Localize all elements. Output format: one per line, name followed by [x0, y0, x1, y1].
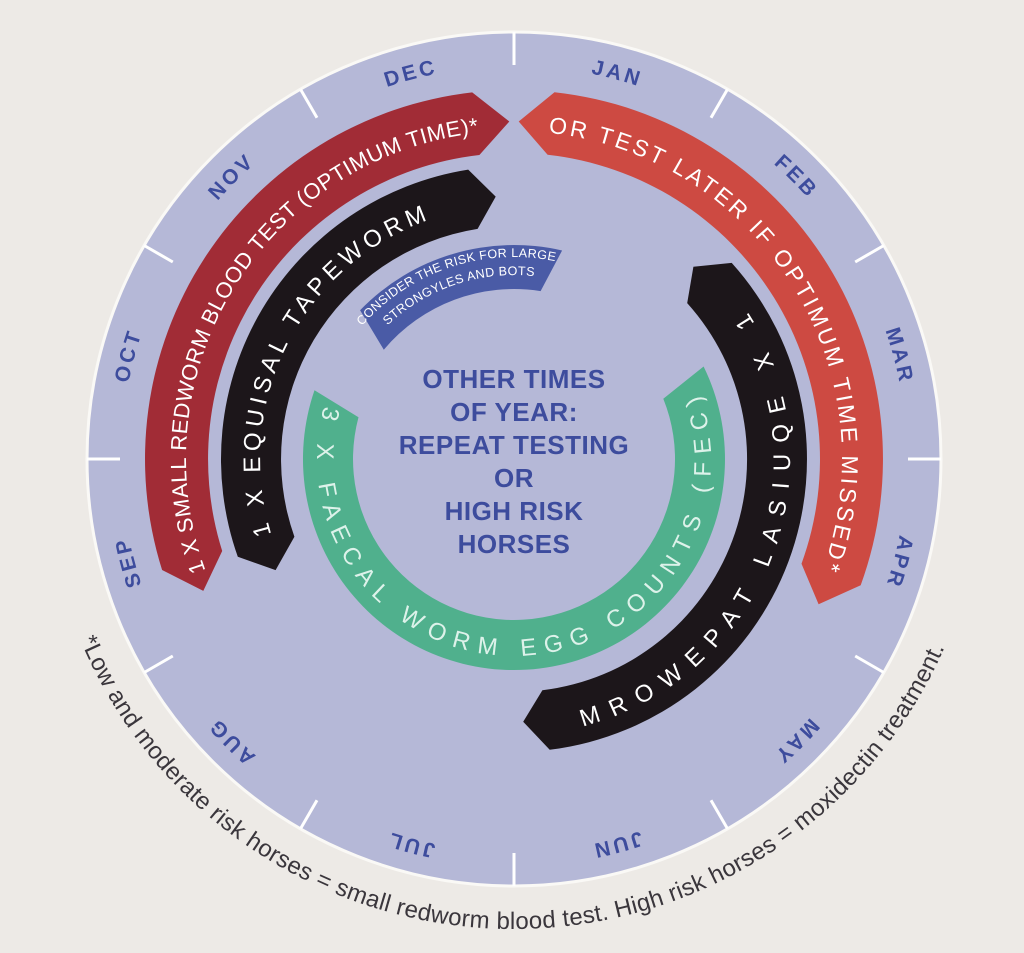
center-line-1: OTHER TIMES [422, 364, 605, 394]
arc-test-later-if-missed [518, 92, 883, 605]
arc-equisal-tapeworm-autumn [220, 169, 496, 571]
month-tick-marks [87, 32, 941, 886]
arc-equisal-tapeworm-spring [523, 262, 807, 750]
center-line-5: HIGH RISK [445, 496, 584, 526]
center-line-3: REPEAT TESTING [399, 430, 629, 460]
center-heading: OTHER TIMES OF YEAR: REPEAT TESTING OR H… [399, 364, 629, 559]
center-line-6: HORSES [458, 529, 571, 559]
center-line-2: OF YEAR: [450, 397, 578, 427]
arc-faecal-worm-egg-counts [302, 366, 725, 671]
center-line-4: OR [494, 463, 534, 493]
strongyles-bots-banner-ribbon [360, 245, 563, 350]
arc-small-redworm-blood-test [145, 92, 510, 591]
